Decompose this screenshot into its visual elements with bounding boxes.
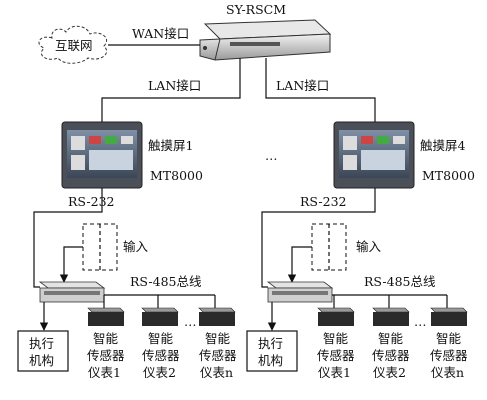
rs232-link [33,188,103,288]
touch-screen-icon [333,121,415,189]
sensor-n-line-2: 传感器 [430,348,468,363]
sensor-n-line-1: 智能 [436,331,462,346]
sensor-1-line-2: 传感器 [317,348,355,363]
touch-model: MT8000 [422,168,475,183]
controller-icon [38,281,106,303]
input-arrow [59,246,83,283]
touch-screen-icon [61,121,143,189]
sensor-n-line-3: 仪表n [431,365,464,380]
router-icon [199,19,332,61]
rs485-label: RS-485总线 [130,274,202,289]
sensor-icon [198,307,236,326]
sensor-2-line-3: 仪表2 [373,365,406,380]
internet-label: 互联网 [55,38,93,53]
sensor-dots: … [184,314,197,329]
sensor-1-line-2: 传感器 [87,348,125,363]
sensor-1-line-3: 仪表1 [88,365,121,380]
actuator-box [246,330,298,372]
actuator-line-1: 执行 [258,336,283,351]
sensor-1-line-1: 智能 [93,331,119,346]
sensor-icon [87,307,125,326]
group-1: 触摸屏1 MT8000 RS-232 输入 RS-485总线 执行 机构 [17,121,237,380]
touch-model: MT8000 [150,168,203,183]
input-label: 输入 [356,239,382,254]
actuator-line-2: 机构 [29,353,54,368]
sensor-2-line-1: 智能 [148,331,174,346]
touch-label: 触摸屏4 [420,138,466,153]
sensor-2-line-3: 仪表2 [143,365,176,380]
sensor-n-line-3: 仪表n [200,365,233,380]
wan-label: WAN接口 [132,26,189,41]
lan-label-2: LAN接口 [276,78,329,93]
rs232-label: RS-232 [68,194,115,209]
sensor-n-line-2: 传感器 [199,348,237,363]
actuator-line-1: 执行 [29,336,54,351]
rs485-label: RS-485总线 [364,274,436,289]
actuator-box [17,330,69,372]
sensor-1-line-1: 智能 [323,331,349,346]
lan-link-2 [265,58,376,122]
actuator-line-2: 机构 [258,353,283,368]
group-2: 触摸屏4 MT8000 RS-232 输入 RS-485总线 执行 机构 [246,121,475,380]
middle-ellipsis: … [265,148,278,163]
lan-link-1 [101,58,241,122]
sensor-2-line-1: 智能 [378,331,404,346]
sensor-dots: … [414,314,427,329]
sensor-1-line-3: 仪表1 [318,365,351,380]
touch-label: 触摸屏1 [148,138,193,153]
router-label: SY-RSCM [226,2,286,17]
rs232-link [261,188,376,288]
rs232-label: RS-232 [300,194,347,209]
input-arrow [287,246,312,283]
lan-label-1: LAN接口 [148,78,201,93]
sensor-icon [317,307,355,326]
controller-icon [266,281,334,303]
input-label: 输入 [123,239,149,254]
sensor-icon [372,307,410,326]
sensor-n-line-1: 智能 [205,331,231,346]
sensor-icon [430,307,468,326]
sensor-2-line-2: 传感器 [372,348,410,363]
internet-cloud-icon [38,25,108,64]
sensor-2-line-2: 传感器 [142,348,180,363]
sensor-icon [141,307,179,326]
